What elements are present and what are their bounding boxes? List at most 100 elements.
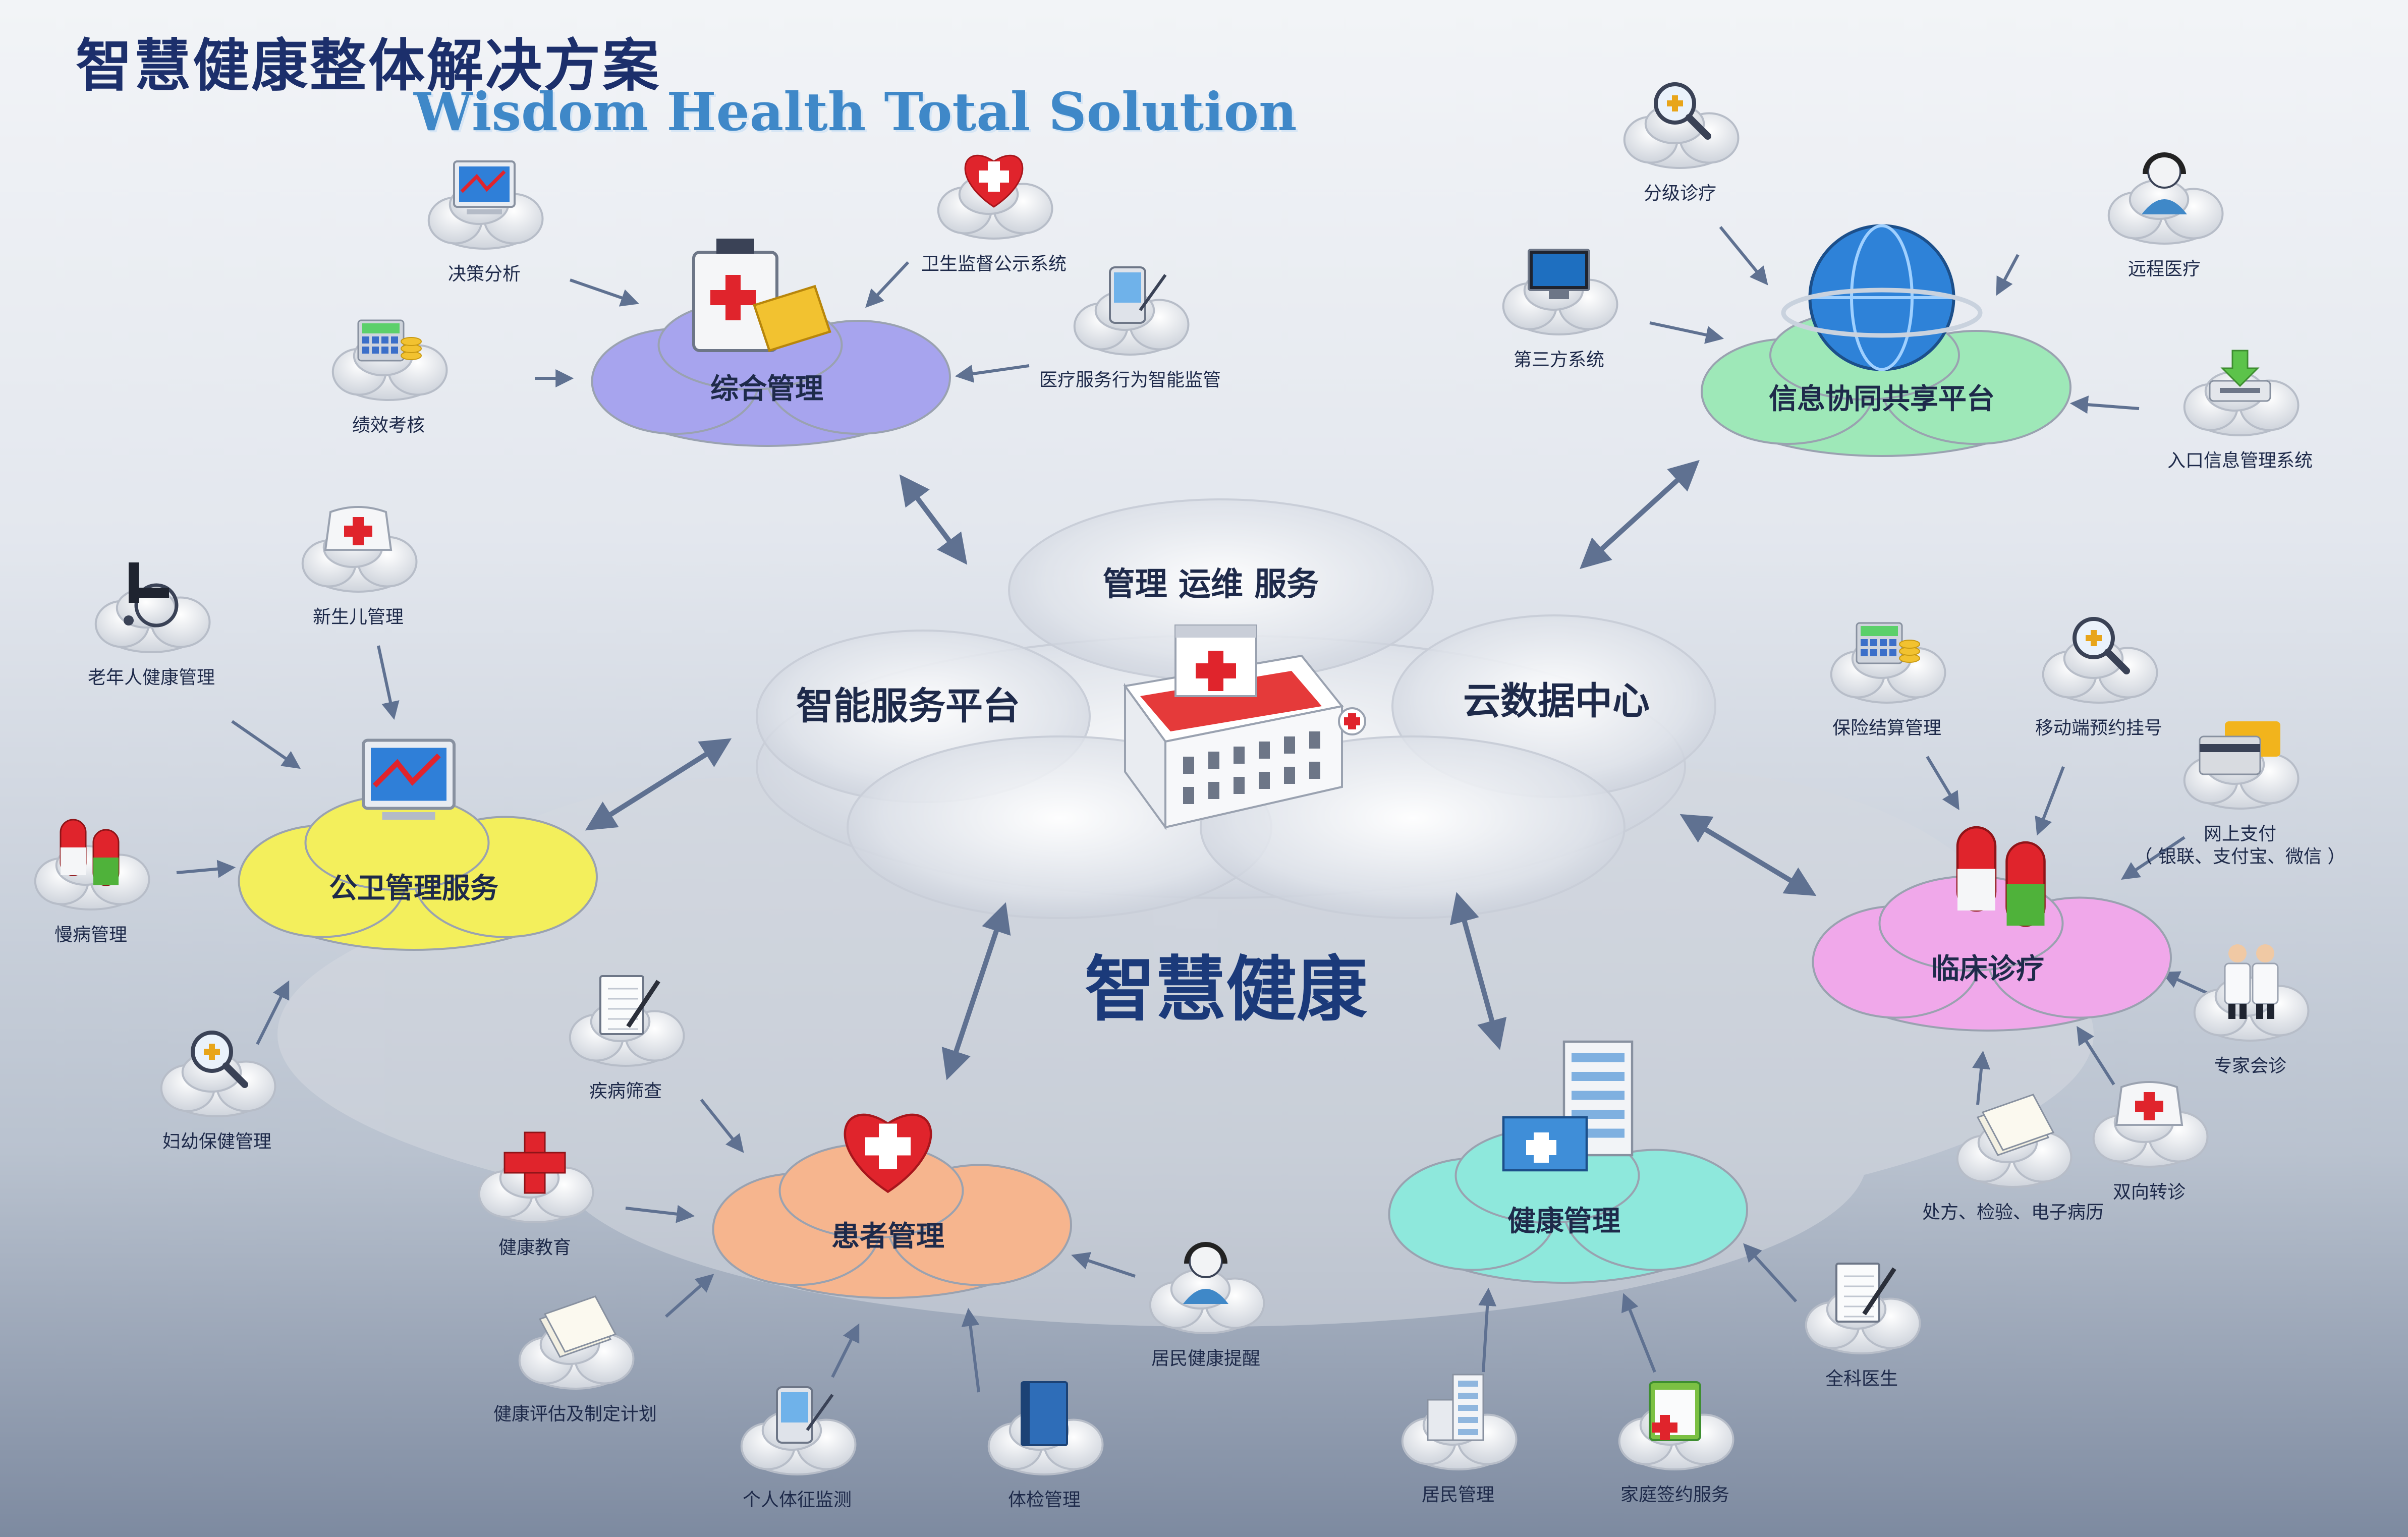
item-label: 双向转诊 bbox=[2113, 1182, 2186, 1203]
item-label: 远程医疗 bbox=[2128, 259, 2201, 279]
hub-center-arrow bbox=[1679, 814, 1817, 896]
item-node[interactable]: 疾病筛查 bbox=[569, 975, 685, 1102]
pda-icon bbox=[1109, 266, 1167, 324]
hub-cloud bbox=[712, 1143, 1072, 1299]
hub-cloud bbox=[1812, 875, 2172, 1032]
clipboard-cross-icon bbox=[1649, 1381, 1701, 1441]
item-hub-arrow bbox=[176, 860, 236, 878]
item-hub-arrow bbox=[2069, 395, 2140, 414]
item-label: 网上支付 bbox=[2204, 824, 2276, 844]
item-hub-arrow bbox=[1996, 254, 2020, 296]
monitor-chart-icon bbox=[362, 738, 456, 820]
computer-icon bbox=[1528, 249, 1590, 299]
item-node[interactable]: 网上支付（ 银联、支付宝、微信 ） bbox=[2135, 721, 2346, 867]
item-node[interactable]: 个人体征监测 bbox=[740, 1386, 857, 1510]
heart-cross-icon bbox=[964, 154, 1024, 208]
item-node[interactable]: 双向转诊 bbox=[2092, 1081, 2209, 1203]
item-hub-arrow bbox=[1926, 756, 1959, 811]
papers-icon bbox=[1976, 1094, 2055, 1156]
item-node[interactable]: 妇幼保健管理 bbox=[160, 1031, 276, 1152]
headset-user-icon bbox=[2142, 152, 2187, 214]
item-node[interactable]: 慢病管理 bbox=[34, 819, 150, 945]
hub-center-arrow bbox=[1449, 892, 1507, 1050]
hub-zonghe[interactable]: 综合管理 bbox=[591, 239, 951, 447]
hub-cloud bbox=[591, 300, 951, 447]
item-cloud bbox=[1149, 1269, 1265, 1334]
item-label: 妇幼保健管理 bbox=[162, 1131, 271, 1152]
item-label: 居民管理 bbox=[1422, 1485, 1494, 1505]
item-cloud bbox=[2193, 976, 2310, 1042]
book-icon bbox=[1021, 1381, 1068, 1446]
doctors-icon bbox=[2224, 944, 2279, 1019]
item-label: 分级诊疗 bbox=[1644, 183, 1716, 204]
item-node[interactable]: 专家会诊 bbox=[2193, 944, 2310, 1076]
headset-user-icon bbox=[1183, 1242, 1228, 1304]
calculator-coins-icon bbox=[357, 319, 422, 362]
item-label: 医疗服务行为智能监管 bbox=[1039, 370, 1221, 390]
item-node[interactable]: 健康评估及制定计划 bbox=[493, 1295, 657, 1425]
item-node[interactable]: 绩效考核 bbox=[331, 319, 448, 436]
papers-icon bbox=[538, 1295, 617, 1358]
item-hub-arrow bbox=[1743, 1243, 1798, 1303]
hub-center-arrow bbox=[899, 474, 968, 565]
item-cloud bbox=[34, 845, 150, 910]
item-hub-arrow bbox=[831, 1323, 860, 1378]
item-label: 移动端预约挂号 bbox=[2035, 718, 2162, 738]
item-label: 绩效考核 bbox=[352, 415, 425, 436]
magnifier-icon bbox=[191, 1031, 248, 1088]
item-node[interactable]: 医疗服务行为智能监管 bbox=[1039, 266, 1221, 390]
hub-label: 临床诊疗 bbox=[1931, 953, 2044, 986]
notebook-pen-icon bbox=[599, 975, 660, 1035]
item-hub-arrow bbox=[955, 364, 1030, 383]
item-node[interactable]: 保险结算管理 bbox=[1830, 622, 1946, 738]
item-node[interactable]: 家庭签约服务 bbox=[1618, 1381, 1734, 1505]
item-node[interactable]: 体检管理 bbox=[987, 1381, 1104, 1510]
item-label: 慢病管理 bbox=[54, 925, 127, 945]
item-label: 入口信息管理系统 bbox=[2167, 450, 2313, 471]
hub-huanzhe[interactable]: 患者管理 bbox=[712, 1113, 1072, 1299]
item-cloud bbox=[937, 174, 1053, 240]
item-node[interactable]: 决策分析 bbox=[427, 160, 544, 284]
item-label: 第三方系统 bbox=[1514, 350, 1604, 370]
item-hub-arrow bbox=[2077, 1026, 2115, 1086]
item-hub-arrow bbox=[961, 1307, 980, 1393]
hub-label: 公卫管理服务 bbox=[329, 872, 498, 905]
item-label: 处方、检验、电子病历 bbox=[1922, 1202, 2104, 1223]
item-node[interactable]: 居民管理 bbox=[1401, 1374, 1518, 1505]
item-hub-arrow bbox=[1649, 321, 1724, 344]
item-node[interactable]: 全科医生 bbox=[1805, 1263, 1921, 1389]
center-left-label: 智能服务平台 bbox=[796, 685, 1020, 728]
item-node[interactable]: 卫生监督公示系统 bbox=[921, 154, 1067, 274]
item-hub-arrow bbox=[1621, 1293, 1656, 1373]
item-label: 老年人健康管理 bbox=[88, 667, 215, 688]
item-label: 全科医生 bbox=[1825, 1369, 1898, 1389]
hub-xinxi[interactable]: 信息协同共享平台 bbox=[1701, 224, 2071, 457]
item-node[interactable]: 入口信息管理系统 bbox=[2167, 350, 2313, 471]
item-hub-arrow bbox=[2121, 836, 2186, 880]
item-node[interactable]: 处方、检验、电子病历 bbox=[1922, 1094, 2104, 1223]
item-label: 新生儿管理 bbox=[313, 607, 404, 628]
item-hub-arrow bbox=[570, 278, 639, 307]
hub-gongwei[interactable]: 公卫管理服务 bbox=[238, 738, 598, 951]
item-hub-arrow bbox=[256, 980, 290, 1045]
nurse-cap-icon bbox=[324, 506, 393, 551]
item-node[interactable]: 第三方系统 bbox=[1502, 249, 1618, 370]
item-node[interactable]: 移动端预约挂号 bbox=[2035, 617, 2162, 738]
hub-label: 信息协同共享平台 bbox=[1769, 383, 1995, 416]
item-node[interactable]: 远程医疗 bbox=[2107, 152, 2224, 279]
capsule-icon bbox=[60, 819, 120, 886]
item-label: 家庭签约服务 bbox=[1620, 1485, 1729, 1505]
item-node[interactable]: 居民健康提醒 bbox=[1149, 1242, 1265, 1369]
item-node[interactable]: 新生儿管理 bbox=[301, 506, 418, 628]
er-hospital-icon bbox=[1502, 1040, 1634, 1172]
hub-linchuang[interactable]: 临床诊疗 bbox=[1812, 826, 2172, 1032]
hub-jiankang[interactable]: 健康管理 bbox=[1388, 1040, 1748, 1284]
item-hub-arrow bbox=[700, 1099, 744, 1153]
item-node[interactable]: 健康教育 bbox=[478, 1131, 594, 1258]
item-node[interactable]: 分级诊疗 bbox=[1623, 82, 1740, 204]
hospital-building-icon bbox=[1123, 624, 1366, 831]
item-node[interactable]: 老年人健康管理 bbox=[88, 562, 215, 688]
item-cloud bbox=[94, 588, 211, 653]
item-hub-arrow bbox=[231, 720, 301, 769]
